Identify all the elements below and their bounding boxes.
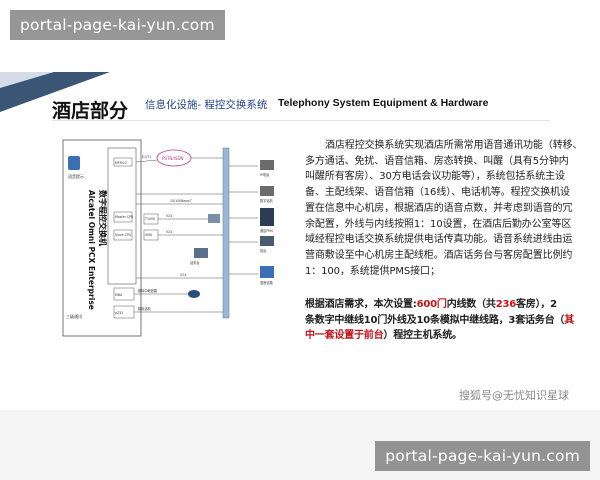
corner-decoration-light	[0, 72, 54, 88]
paragraph-line: 多方通话、免扰、语音信箱、房态转换、叫醒（具有5分钟内	[305, 155, 569, 167]
device-label: IP电话	[260, 172, 270, 177]
box-label: MDA	[115, 293, 123, 297]
device-label: 数字话机	[260, 198, 274, 203]
link-label: 10/100Base-T	[170, 199, 192, 203]
highlight-text: 其	[564, 314, 575, 326]
watermark-bottom: portal-page-kai-yun.com	[375, 441, 590, 471]
computer-icon	[260, 208, 274, 226]
box-label: VMU	[145, 233, 153, 237]
computer-icon	[260, 236, 274, 246]
paragraph-line: 条数字中继线10门外线及10条模拟中继线路，3套话务台（其	[305, 313, 577, 329]
phone-icon	[260, 160, 274, 170]
box-label: T1000	[144, 217, 155, 221]
text-run: 内线数（共	[446, 299, 496, 310]
link-label: 模拟中继线路	[138, 288, 158, 293]
highlight-text: 600门	[416, 299, 447, 310]
text-run: 条数字中继线10门外线及10条模拟中继线路，3套话务台（	[305, 314, 565, 326]
phone-icon	[68, 156, 80, 170]
paragraph-line: 余配置，外线与内线按照1：10设置，在酒店后勤办公室等区	[305, 218, 572, 230]
paragraph-line: 营商敷设至中心机房主配线柜。酒店话务台与客房配置比例约	[305, 249, 573, 261]
body-paragraph-2: 根据酒店需求，本次设置:600门内线数（共236客房），2 条数字中继线10门外…	[305, 297, 577, 344]
box-label: Slave CPU	[115, 233, 132, 237]
body-paragraph-1: 酒店程控交换系统实现酒店所需常用语音通讯功能（转移、 多方通话、免扰、语音信箱、…	[305, 138, 583, 279]
paragraph-line: 根据酒店需求，本次设置:600门内线数（共236客房），2	[305, 297, 577, 313]
pbx-vertical-label-en: Alcatel Omni PCX Enterprise	[87, 190, 96, 310]
bottom-caption: 三级通讯	[66, 313, 82, 319]
phone-icon	[188, 290, 200, 298]
device-label: 语音信箱	[260, 280, 274, 285]
text-run: ）程控主机系统。	[383, 330, 462, 342]
highlight-text: 236	[495, 299, 516, 310]
page-subtitle-en: Telephony System Equipment & Hardware	[278, 97, 489, 109]
phone-icon	[260, 186, 274, 196]
title-divider	[52, 120, 550, 121]
pbx-system-diagram: 语音提示 Alcatel Omni PCX Enterprise 数字程控交换机…	[58, 138, 298, 342]
paragraph-line: 1：100，系统提供PMS接口；	[305, 265, 440, 277]
computer-icon	[208, 214, 220, 223]
pbx-vertical-label-cn: 数字程控交换机	[98, 190, 108, 246]
page-title: 酒店部分	[52, 100, 129, 122]
box-label: eZ32	[115, 311, 123, 315]
text-run: 根据酒店需求，本次设置:	[305, 299, 417, 310]
paragraph-line: 酒店程控交换系统实现酒店所需常用语音通讯功能（转移、	[325, 140, 583, 151]
watermark-top: portal-page-kai-yun.com	[10, 10, 225, 40]
paragraph-line: 置在信息中心机房，根据酒店的语音点数，并考虑到语音的冗	[305, 202, 573, 214]
paragraph-line: 叫醒所有客房）、30方电话会议功能等），系统包括系统主设	[305, 171, 565, 183]
mailbox-icon	[260, 266, 274, 278]
paragraph-line: 备、主配线架、语音信箱（16线）、电话机等。程控交换机设	[305, 187, 570, 199]
device-label: 话务台	[190, 260, 200, 265]
paragraph-line: 域经程控电话交换系统提供电话传真功能。语音系统进线由运	[305, 234, 573, 246]
box-label: MFR4-2	[115, 161, 127, 165]
device-label: 酒店PMS	[260, 228, 273, 233]
link-label: V24	[166, 214, 172, 218]
cloud-label: PSTN/ISDN	[162, 156, 184, 161]
box-label: Master CPU	[115, 215, 134, 219]
device-label: 前台	[260, 248, 266, 253]
source-credit: 搜狐号@无忧知识星球	[459, 389, 569, 402]
network-bus	[222, 147, 230, 319]
link-label: 模拟话机	[138, 306, 152, 311]
link-label: V24	[180, 273, 186, 277]
text-run: 客房），2	[515, 299, 557, 310]
paragraph-line: 中一套设置于前台）程控主机系统。	[305, 328, 577, 344]
link-label: E1/T1	[142, 155, 151, 159]
link-label: V24	[166, 230, 172, 234]
left-caption: 语音提示	[68, 173, 84, 179]
highlight-text: 中一套设置于前台	[305, 330, 384, 342]
page-subtitle-cn: 信息化设施- 程控交换系统	[145, 99, 268, 111]
computer-icon	[194, 248, 208, 258]
